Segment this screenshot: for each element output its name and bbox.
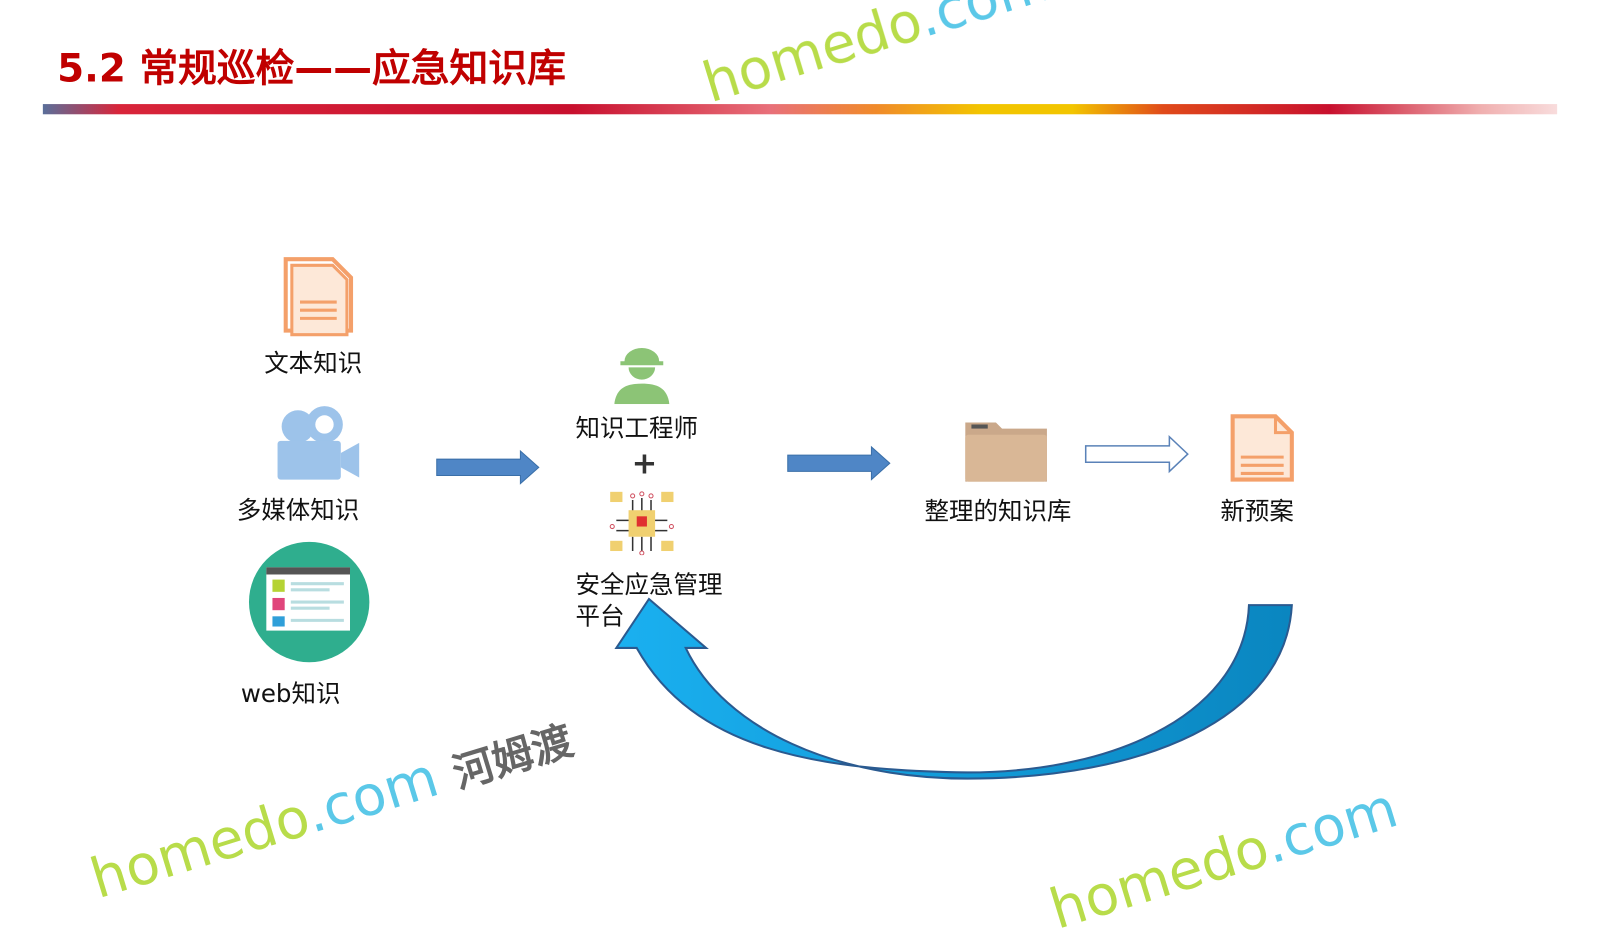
flow-arrow-outline (1084, 434, 1189, 474)
watermark: homedo.com 河姆渡 (83, 717, 579, 912)
engineer-label: 知识工程师 (575, 414, 698, 443)
web-page-icon (248, 541, 370, 663)
slide-title: 5.2 常规巡检——应急知识库 (57, 45, 566, 91)
kb-label: 整理的知识库 (924, 496, 1072, 526)
source-label-text: 文本知识 (264, 348, 363, 378)
new-plan-document-icon (1230, 414, 1294, 482)
flow-arrow-2 (787, 445, 891, 481)
video-camera-icon (277, 406, 360, 480)
flow-arrow-1 (436, 449, 540, 485)
title-divider-band (42, 104, 1558, 115)
platform-label-line2: 平台 (575, 602, 625, 631)
source-label-web: web知识 (240, 679, 341, 709)
engineer-icon (614, 347, 670, 405)
watermark: homedo.com 河姆渡 (695, 0, 1190, 116)
platform-circuit-icon (609, 491, 674, 556)
platform-label-line1: 安全应急管理 (575, 570, 723, 599)
plus-symbol: + (631, 445, 658, 482)
new-plan-label: 新预案 (1220, 496, 1294, 526)
document-icon (283, 257, 354, 337)
source-label-multimedia: 多媒体知识 (236, 495, 360, 525)
watermark: homedo.com (1042, 775, 1405, 942)
slide: 5.2 常规巡检——应急知识库 文本知识 多媒体知识 web知识 知识工程师 + (42, 0, 1558, 942)
feedback-loop-arrow (614, 597, 1293, 780)
knowledge-base-folder-icon (965, 422, 1047, 482)
